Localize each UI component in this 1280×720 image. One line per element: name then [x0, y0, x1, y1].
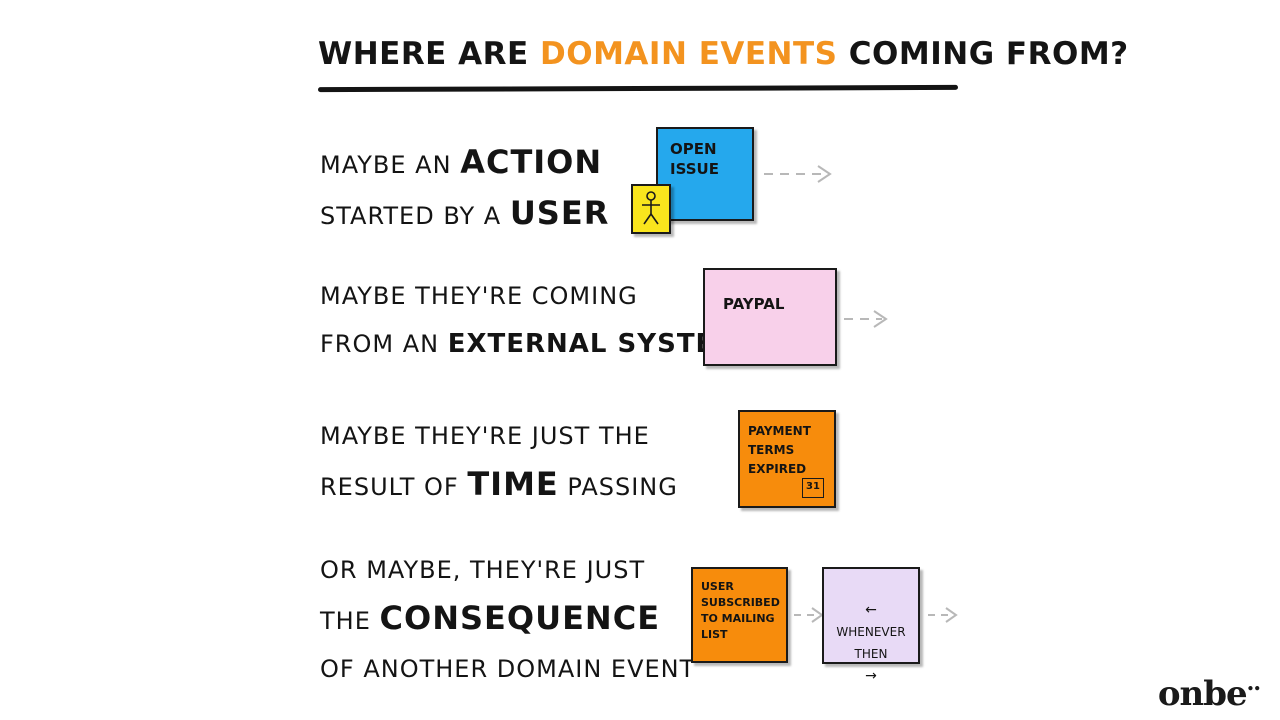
calendar-day: 31 [806, 481, 820, 492]
sticky-payment-terms-expired: PAYMENT TERMS EXPIRED 31 [738, 410, 836, 508]
dashed-arrow-icon [928, 607, 958, 623]
policy-whenever: WHENEVER [836, 625, 906, 639]
sticky-subscribed-line2: SUBSCRIBED [701, 596, 780, 609]
sticky-user-subscribed: USER SUBSCRIBED TO MAILING LIST [691, 567, 788, 663]
title-underline [317, 84, 959, 93]
row4-keyword-consequence: CONSEQUENCE [379, 599, 661, 637]
title-part2: COMING FROM? [837, 36, 1129, 72]
title-highlight: DOMAIN EVENTS [540, 36, 838, 72]
sticky-paypal-label: PAYPAL [723, 295, 785, 313]
calendar-icon: 31 [802, 478, 824, 498]
row3-keyword-time: TIME [467, 465, 559, 503]
dashed-arrow-icon [764, 165, 832, 183]
stick-figure-icon [642, 191, 660, 225]
row-consequence-text: OR MAYBE, THEY'RE JUST THE CONSEQUENCE O… [320, 546, 695, 693]
row4-text-b: THE [320, 607, 380, 635]
row3-text-c: PASSING [558, 473, 678, 501]
sticky-payment-line1: PAYMENT [748, 424, 811, 438]
logo-text: onbe [1157, 674, 1248, 714]
row-time-text: MAYBE THEY'RE JUST THE RESULT OF TIME PA… [320, 412, 678, 511]
row-external-text: MAYBE THEY'RE COMING FROM AN EXTERNAL SY… [320, 272, 741, 368]
row4-text-a: OR MAYBE, THEY'RE JUST [320, 556, 646, 584]
sticky-subscribed-line4: LIST [701, 628, 728, 641]
user-sticky [631, 184, 671, 234]
sticky-open-issue-line1: OPEN [670, 140, 717, 158]
sticky-open-issue: OPEN ISSUE [656, 127, 754, 221]
policy-then: THEN [854, 647, 888, 661]
sticky-open-issue-line2: ISSUE [670, 160, 719, 178]
row1-keyword-action: ACTION [460, 143, 603, 181]
sticky-subscribed-line3: TO MAILING [701, 612, 775, 625]
policy-line2: THEN → [834, 643, 908, 687]
row1-text-a: MAYBE AN [320, 151, 461, 179]
sticky-subscribed-line1: USER [701, 580, 734, 593]
row2-keyword-external: EXTERNAL SYSTEM [447, 329, 742, 359]
sticky-payment-line2: TERMS [748, 443, 795, 457]
dashed-arrow-icon [844, 310, 888, 328]
onbe-logo: onbe•• [1157, 674, 1261, 714]
row1-keyword-user: USER [509, 194, 610, 232]
row1-text-b: STARTED BY A [320, 202, 510, 230]
sticky-policy: ← WHENEVER THEN → [822, 567, 920, 684]
row3-text-a: MAYBE THEY'RE JUST THE [320, 422, 650, 450]
row3-text-b: RESULT OF [320, 473, 468, 501]
row2-text-a: MAYBE THEY'RE COMING [320, 282, 638, 310]
row4-text-c: OF ANOTHER DOMAIN EVENT [320, 655, 696, 683]
slide-title: WHERE ARE DOMAIN EVENTS COMING FROM? [318, 36, 1129, 72]
row2-text-b: FROM AN [320, 330, 448, 358]
dashed-arrow-icon [794, 607, 824, 623]
row-action-text: MAYBE AN ACTION STARTED BY A USER [320, 138, 609, 240]
title-part1: WHERE ARE [318, 36, 540, 72]
sticky-paypal: PAYPAL [703, 268, 837, 366]
sticky-payment-line3: EXPIRED [748, 462, 807, 476]
policy-line1: ← WHENEVER [834, 599, 908, 643]
